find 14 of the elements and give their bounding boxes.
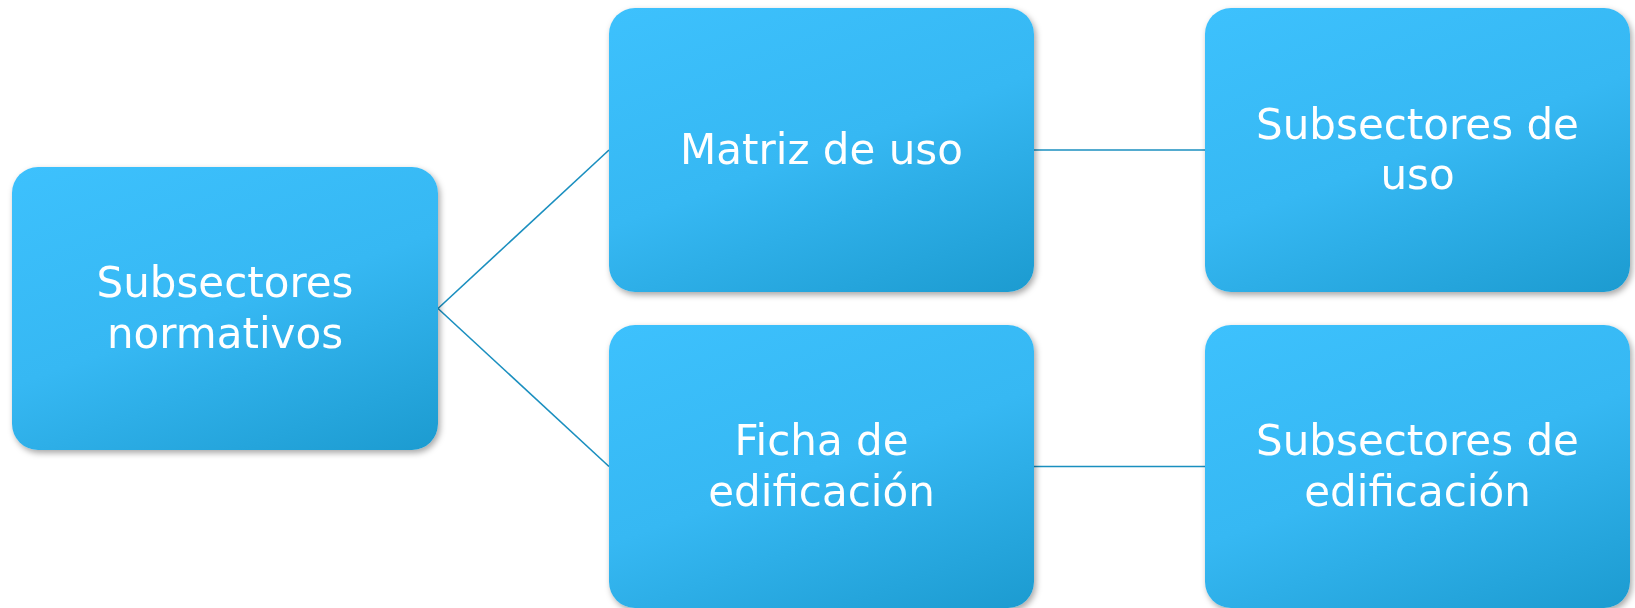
box-label: Subsectores normativos	[95, 258, 355, 359]
process-box	[609, 8, 1034, 292]
box-label: Subsectores de edificación	[1255, 416, 1580, 517]
connector-line	[1033, 149, 1206, 151]
process-box	[12, 167, 438, 450]
connector-line	[437, 149, 610, 310]
process-box	[1205, 325, 1630, 608]
process-box	[1205, 8, 1630, 292]
box-label: Matriz de uso	[680, 124, 963, 176]
connector-line	[1033, 465, 1206, 468]
connector-line	[437, 307, 610, 468]
box-label: Ficha de edificación	[707, 416, 936, 517]
box-label: Subsectores de uso	[1255, 99, 1580, 201]
process-box	[609, 325, 1034, 608]
